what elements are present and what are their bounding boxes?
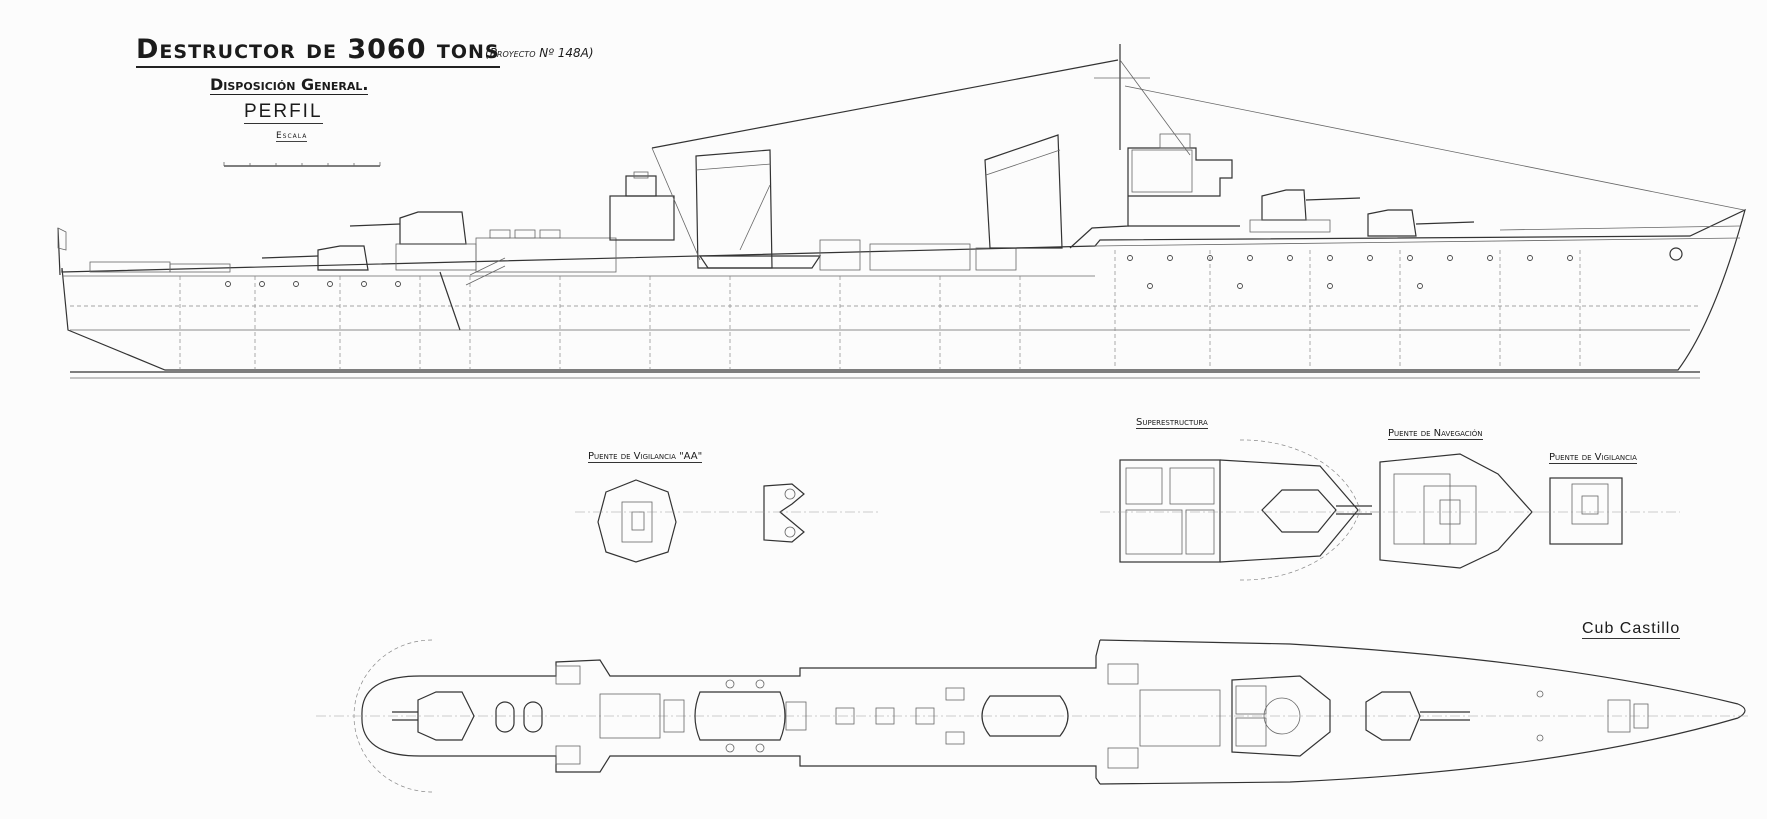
superstructure-label: Superestructura (1136, 417, 1208, 429)
drawing-title: Destructor de 3060 tons (136, 34, 500, 68)
aa-bridge-plan (575, 479, 880, 563)
profile-label: PERFIL (244, 101, 323, 124)
forecastle-deck-label: Cub Castillo (1582, 620, 1681, 639)
project-note: (Proyecto Nº 148A) (485, 46, 594, 60)
scale-label: Escala (276, 131, 308, 142)
aa-bridge-label: Puente de Vigilancia "AA" (588, 451, 703, 463)
nav-bridge-plan (1370, 453, 1540, 569)
watch-bridge-plan (1540, 477, 1680, 545)
watch-bridge-label: Puente de Vigilancia (1549, 452, 1637, 464)
profile-view (57, 44, 1746, 379)
nav-bridge-label: Puente de Navegación (1388, 428, 1483, 440)
deck-plan (316, 639, 1750, 793)
superstructure-plan (1100, 439, 1380, 581)
scale-bar (223, 162, 381, 167)
drawing-subtitle: Disposición General. (210, 75, 369, 95)
